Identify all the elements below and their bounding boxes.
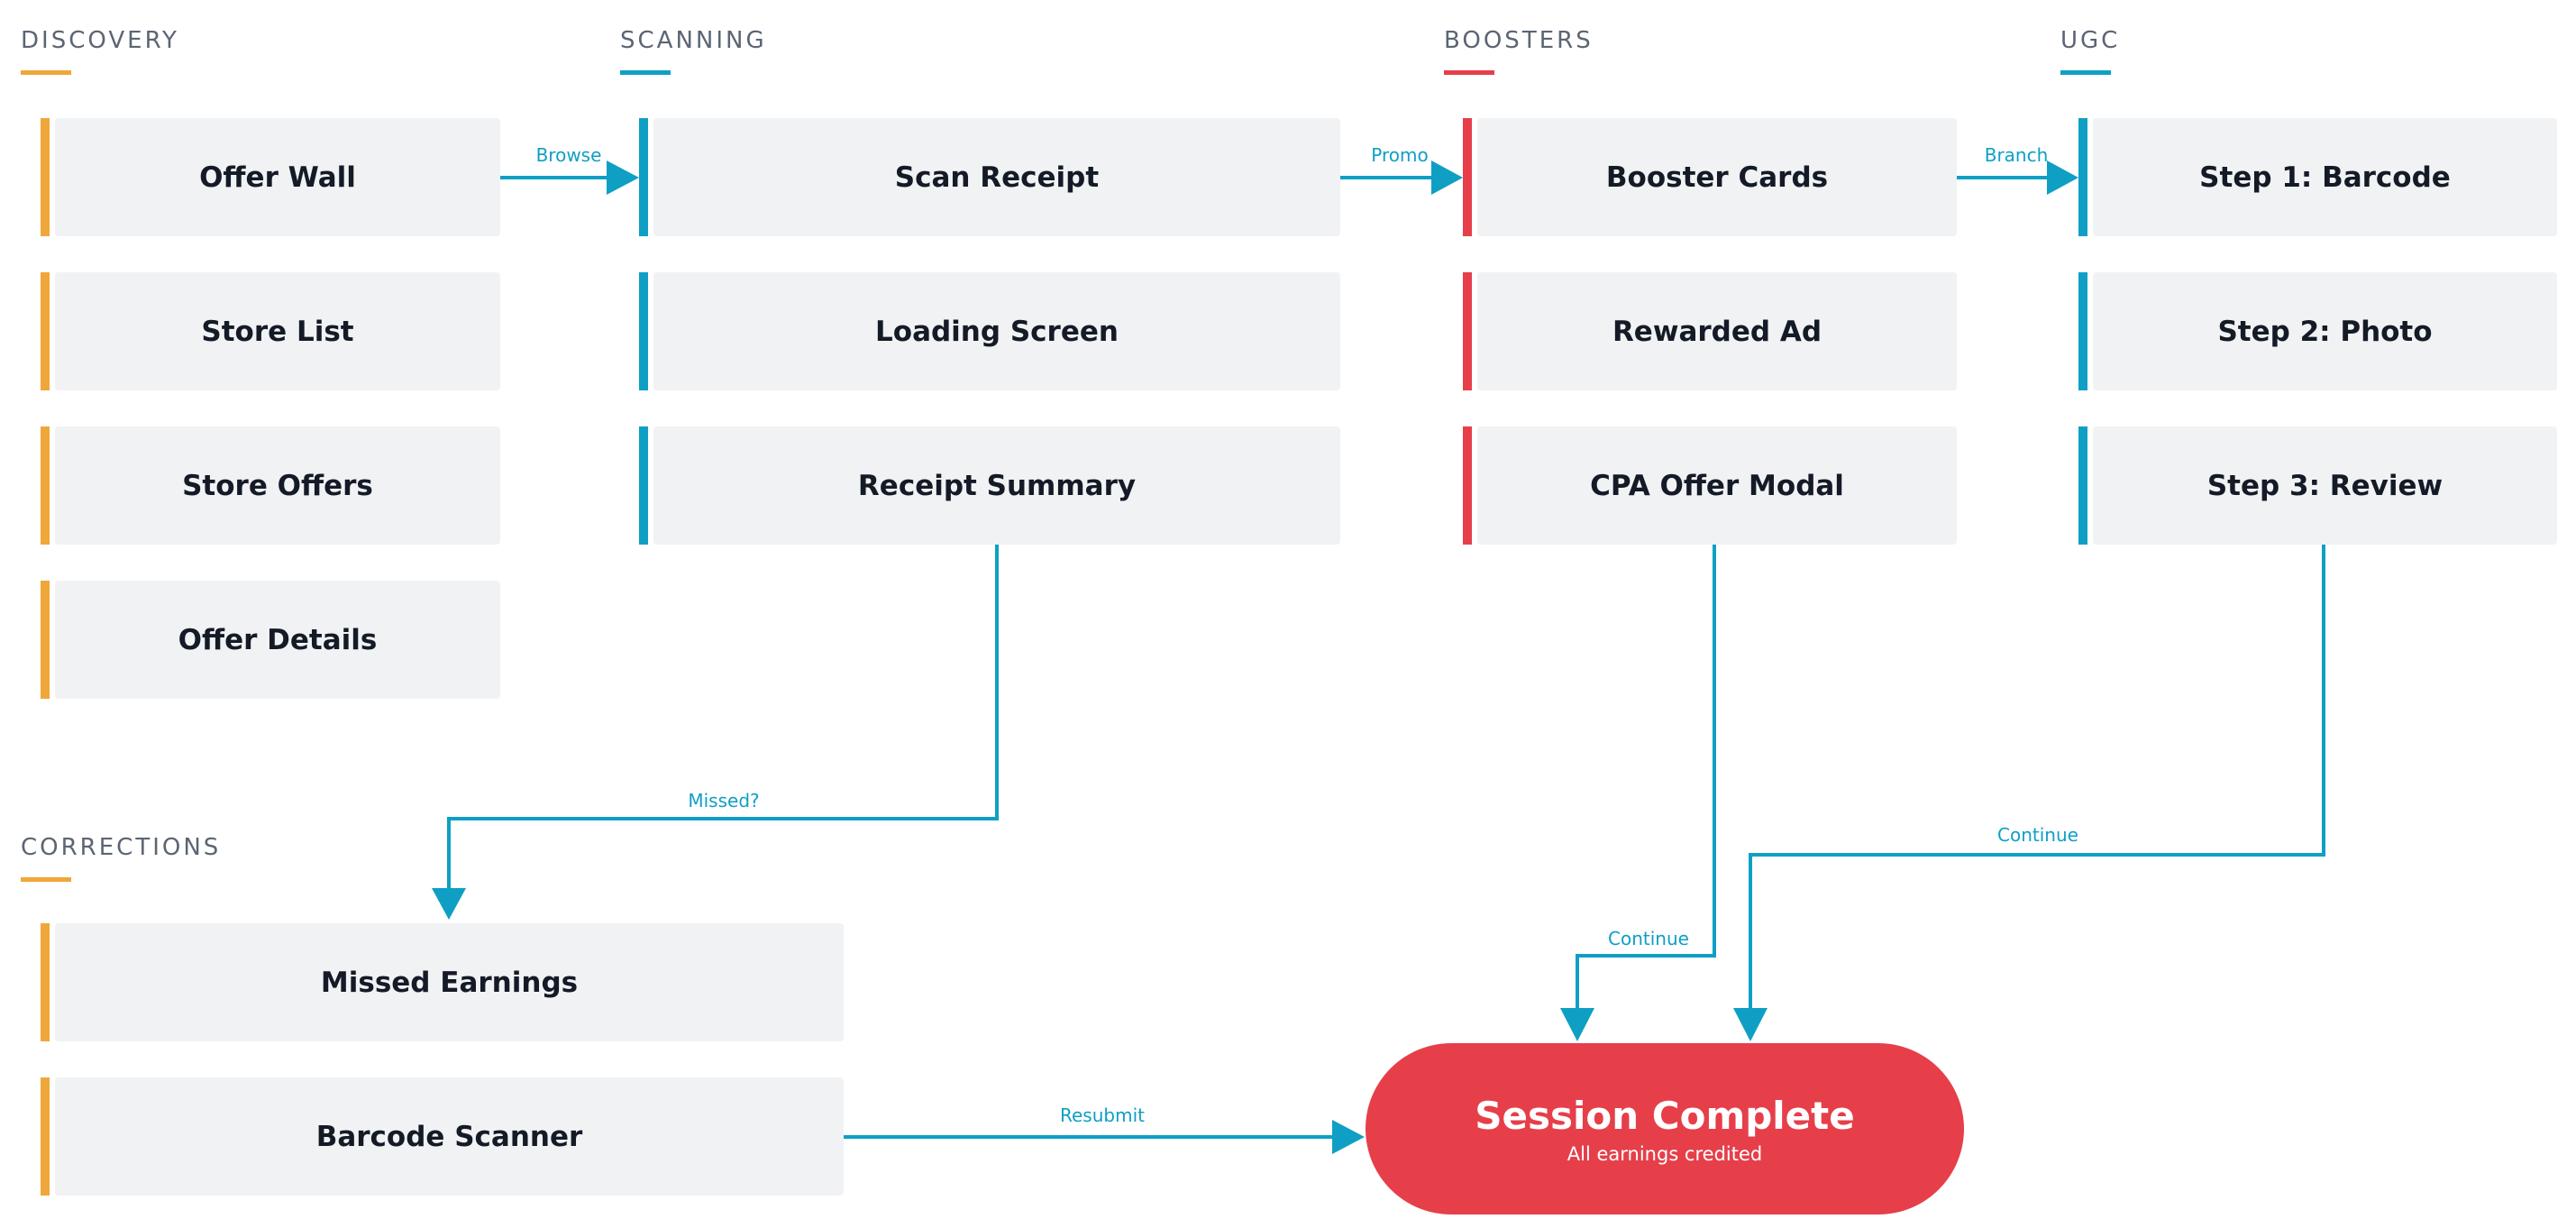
node-label: Booster Cards <box>1605 160 1829 194</box>
node-loading-screen[interactable]: Loading Screen <box>639 272 1340 390</box>
edge-missed <box>447 545 999 888</box>
section-title: DISCOVERY <box>21 27 179 54</box>
node-label: CPA Offer Modal <box>1590 469 1844 502</box>
section-underline <box>2060 70 2111 75</box>
node-accent-bar <box>1463 272 1472 390</box>
section-ugc: UGC <box>2060 27 2121 75</box>
session-title: Session Complete <box>1475 1093 1855 1138</box>
node-accent-bar <box>41 923 50 1041</box>
node-label: Loading Screen <box>875 315 1119 348</box>
node-store-list[interactable]: Store List <box>41 272 500 390</box>
section-boosters: BOOSTERS <box>1444 27 1594 75</box>
node-booster-cards[interactable]: Booster Cards <box>1463 118 1957 236</box>
edge-label-promo: Promo <box>1371 144 1428 166</box>
node-accent-bar <box>41 1077 50 1196</box>
node-accent-bar <box>2078 426 2087 545</box>
node-accent-bar <box>639 272 648 390</box>
node-step1-barcode[interactable]: Step 1: Barcode <box>2078 118 2557 236</box>
section-underline <box>21 70 71 75</box>
edge-label-resubmit: Resubmit <box>1060 1104 1145 1126</box>
node-accent-bar <box>41 426 50 545</box>
node-box: Missed Earnings <box>55 923 844 1041</box>
node-step2-photo[interactable]: Step 2: Photo <box>2078 272 2557 390</box>
node-box: Scan Receipt <box>653 118 1340 236</box>
node-label: Rewarded Ad <box>1612 315 1822 348</box>
arrowhead-icon <box>1560 1008 1594 1041</box>
node-box: Step 3: Review <box>2093 426 2557 545</box>
node-accent-bar <box>2078 118 2087 236</box>
node-accent-bar <box>41 581 50 699</box>
node-box: Receipt Summary <box>653 426 1340 545</box>
node-label: Receipt Summary <box>857 469 1137 502</box>
node-box: Barcode Scanner <box>55 1077 844 1196</box>
arrowhead-icon <box>1733 1008 1768 1041</box>
edge-label-continue-ugc: Continue <box>1997 824 2078 846</box>
edge-continue-ugc <box>1749 545 2325 1008</box>
node-accent-bar <box>639 426 648 545</box>
section-title: SCANNING <box>620 27 767 54</box>
node-label: Step 2: Photo <box>2217 315 2433 348</box>
node-missed-earnings[interactable]: Missed Earnings <box>41 923 844 1041</box>
node-label: Step 1: Barcode <box>2199 160 2451 194</box>
node-box: Step 2: Photo <box>2093 272 2557 390</box>
section-title: UGC <box>2060 27 2121 54</box>
node-scan-receipt[interactable]: Scan Receipt <box>639 118 1340 236</box>
node-box: Store Offers <box>55 426 500 545</box>
node-step3-review[interactable]: Step 3: Review <box>2078 426 2557 545</box>
arrowhead-icon <box>607 160 639 195</box>
edge-label-branch: Branch <box>1985 144 2049 166</box>
section-corrections: CORRECTIONS <box>21 834 222 882</box>
node-box: Rewarded Ad <box>1477 272 1957 390</box>
node-session-complete[interactable]: Session Complete All earnings credited <box>1366 1043 1964 1214</box>
node-box: Loading Screen <box>653 272 1340 390</box>
node-label: Step 3: Review <box>2206 469 2444 502</box>
section-scanning: SCANNING <box>620 27 767 75</box>
node-accent-bar <box>639 118 648 236</box>
node-rewarded-ad[interactable]: Rewarded Ad <box>1463 272 1957 390</box>
node-accent-bar <box>1463 426 1472 545</box>
section-title: CORRECTIONS <box>21 834 222 861</box>
arrowhead-icon <box>432 888 466 920</box>
section-underline <box>21 877 71 882</box>
node-box: CPA Offer Modal <box>1477 426 1957 545</box>
edge-continue-boosters <box>1576 545 1716 1008</box>
section-title: BOOSTERS <box>1444 27 1594 54</box>
node-accent-bar <box>41 272 50 390</box>
node-cpa-offer-modal[interactable]: CPA Offer Modal <box>1463 426 1957 545</box>
node-accent-bar <box>41 118 50 236</box>
arrowhead-icon <box>2047 160 2078 195</box>
node-label: Store Offers <box>182 469 373 502</box>
node-offer-wall[interactable]: Offer Wall <box>41 118 500 236</box>
node-accent-bar <box>1463 118 1472 236</box>
arrowhead-icon <box>1332 1120 1365 1154</box>
section-underline <box>620 70 671 75</box>
node-label: Scan Receipt <box>894 160 1100 194</box>
node-box: Offer Wall <box>55 118 500 236</box>
section-underline <box>1444 70 1494 75</box>
arrowhead-icon <box>1431 160 1463 195</box>
section-discovery: DISCOVERY <box>21 27 179 75</box>
node-label: Missed Earnings <box>320 966 579 999</box>
edge-label-continue-boosters: Continue <box>1608 928 1689 949</box>
node-label: Offer Details <box>178 623 378 656</box>
node-label: Offer Wall <box>199 160 356 194</box>
node-box: Store List <box>55 272 500 390</box>
node-box: Step 1: Barcode <box>2093 118 2557 236</box>
node-box: Offer Details <box>55 581 500 699</box>
node-label: Barcode Scanner <box>315 1120 583 1153</box>
session-subtitle: All earnings credited <box>1567 1142 1763 1165</box>
node-accent-bar <box>2078 272 2087 390</box>
node-label: Store List <box>201 315 354 348</box>
node-box: Booster Cards <box>1477 118 1957 236</box>
node-receipt-summary[interactable]: Receipt Summary <box>639 426 1340 545</box>
node-store-offers[interactable]: Store Offers <box>41 426 500 545</box>
edge-label-missed: Missed? <box>688 790 759 811</box>
node-barcode-scanner[interactable]: Barcode Scanner <box>41 1077 844 1196</box>
edge-label-browse: Browse <box>536 144 602 166</box>
node-offer-details[interactable]: Offer Details <box>41 581 500 699</box>
